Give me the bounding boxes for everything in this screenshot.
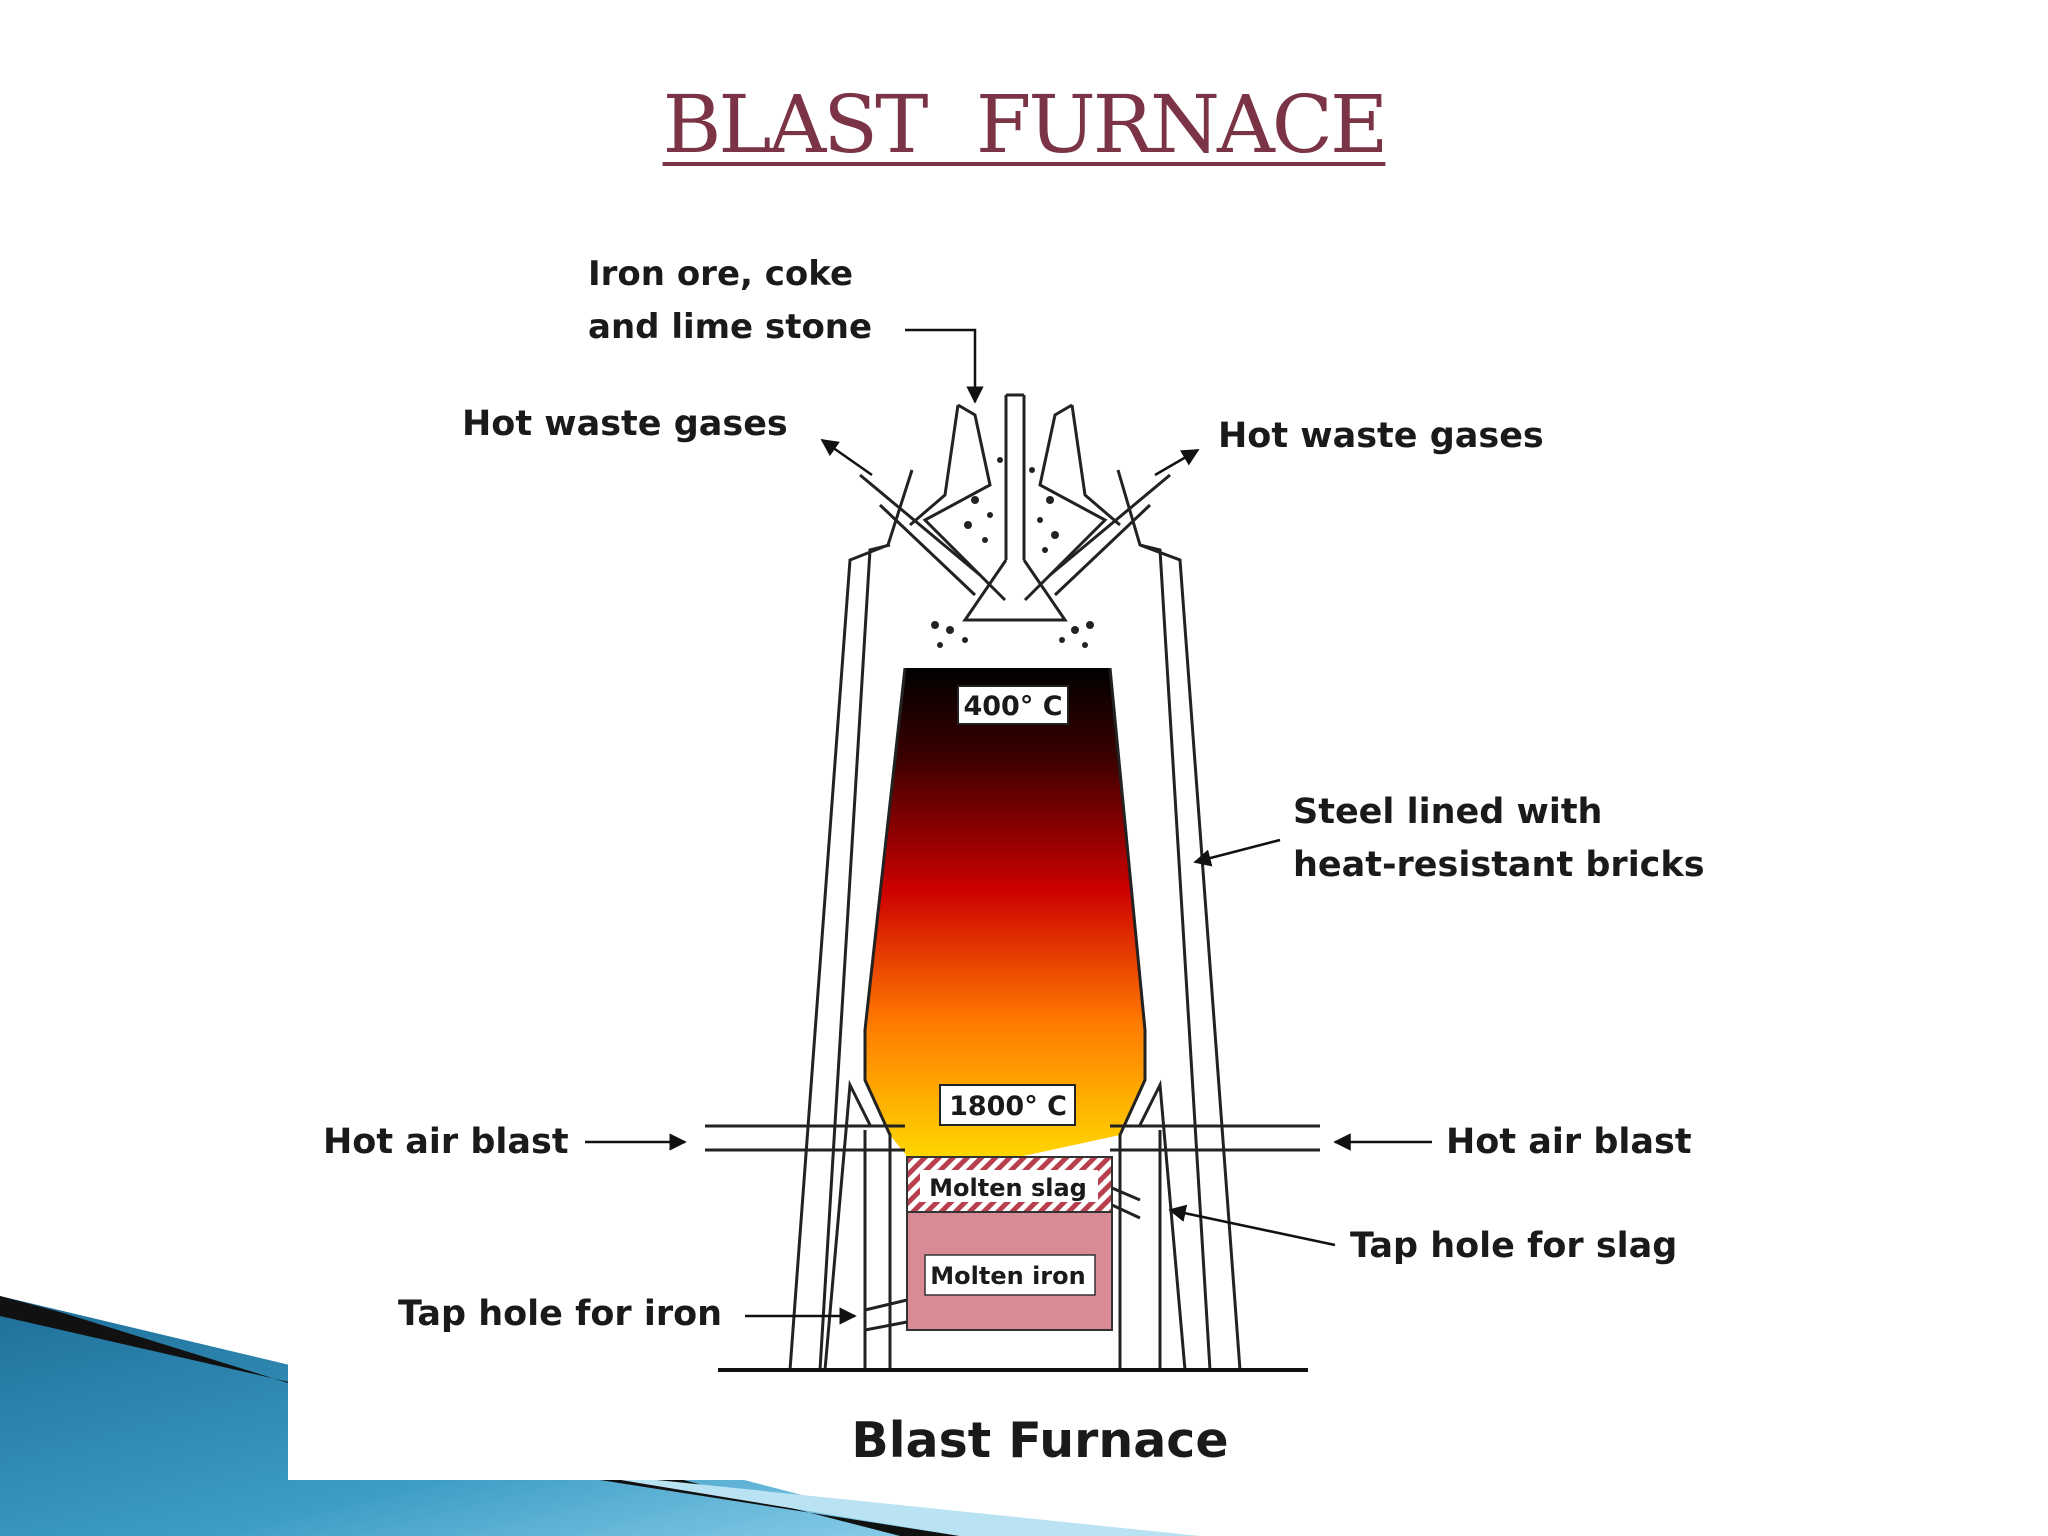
support-right: [1138, 1079, 1187, 1371]
gas-duct-left: [859, 473, 981, 597]
iron-label-box: [924, 1254, 1096, 1296]
charge-label-line1: Iron ore, coke: [588, 254, 853, 294]
tap-slag-pipe: [1111, 1186, 1141, 1220]
waste-gas-left-label: Hot waste gases: [462, 404, 788, 444]
air-pipe-right: [1110, 1124, 1320, 1152]
arrow-tap-slag: [1168, 1204, 1336, 1247]
air-blast-right-label: Hot air blast: [1446, 1122, 1692, 1162]
gas-duct-right: [1049, 473, 1171, 597]
inner-lining-left: [863, 667, 907, 1370]
page-title: BLAST FURNACE: [662, 78, 1389, 171]
arrow-lining: [1193, 838, 1281, 867]
furnace-hot-zone: [865, 668, 1145, 1160]
temp-box-top: [957, 685, 1069, 725]
arrow-gas-right: [1154, 448, 1200, 477]
hopper-right: [1023, 403, 1121, 602]
molten-slag-label: Molten slag: [929, 1174, 1087, 1202]
air-pipe-left: [705, 1124, 905, 1152]
temp-400-label: 400° C: [963, 691, 1062, 722]
outer-wall-right: [1116, 469, 1242, 1371]
tap-slag-label: Tap hole for slag: [1350, 1226, 1677, 1266]
lining-label-line2: heat-resistant bricks: [1293, 845, 1705, 885]
temp-box-bottom: [939, 1084, 1076, 1126]
charge-label-line2: and lime stone: [588, 307, 872, 347]
inner-lining-right: [1108, 667, 1147, 1370]
diagram-panel: [288, 225, 2048, 1480]
arrow-charge: [905, 328, 984, 404]
temp-1800-label: 1800° C: [949, 1091, 1067, 1122]
slag-label-box: [920, 1170, 1098, 1202]
distribution-bell: [962, 559, 1068, 622]
arrow-gas-left: [820, 438, 873, 477]
support-left: [823, 1079, 872, 1371]
air-blast-left-label: Hot air blast: [323, 1122, 569, 1162]
swoosh-light: [560, 1470, 1200, 1536]
tap-iron-pipe: [864, 1298, 908, 1332]
charge-particles: [931, 457, 1094, 648]
molten-iron-label: Molten iron: [930, 1262, 1085, 1290]
hopper-left: [909, 403, 1007, 602]
charge-rod: [1004, 393, 1026, 560]
waste-gas-right-label: Hot waste gases: [1218, 416, 1544, 456]
diagram-caption: Blast Furnace: [851, 1412, 1228, 1469]
lining-label-line1: Steel lined with: [1293, 792, 1602, 832]
tap-iron-label: Tap hole for iron: [398, 1294, 722, 1334]
